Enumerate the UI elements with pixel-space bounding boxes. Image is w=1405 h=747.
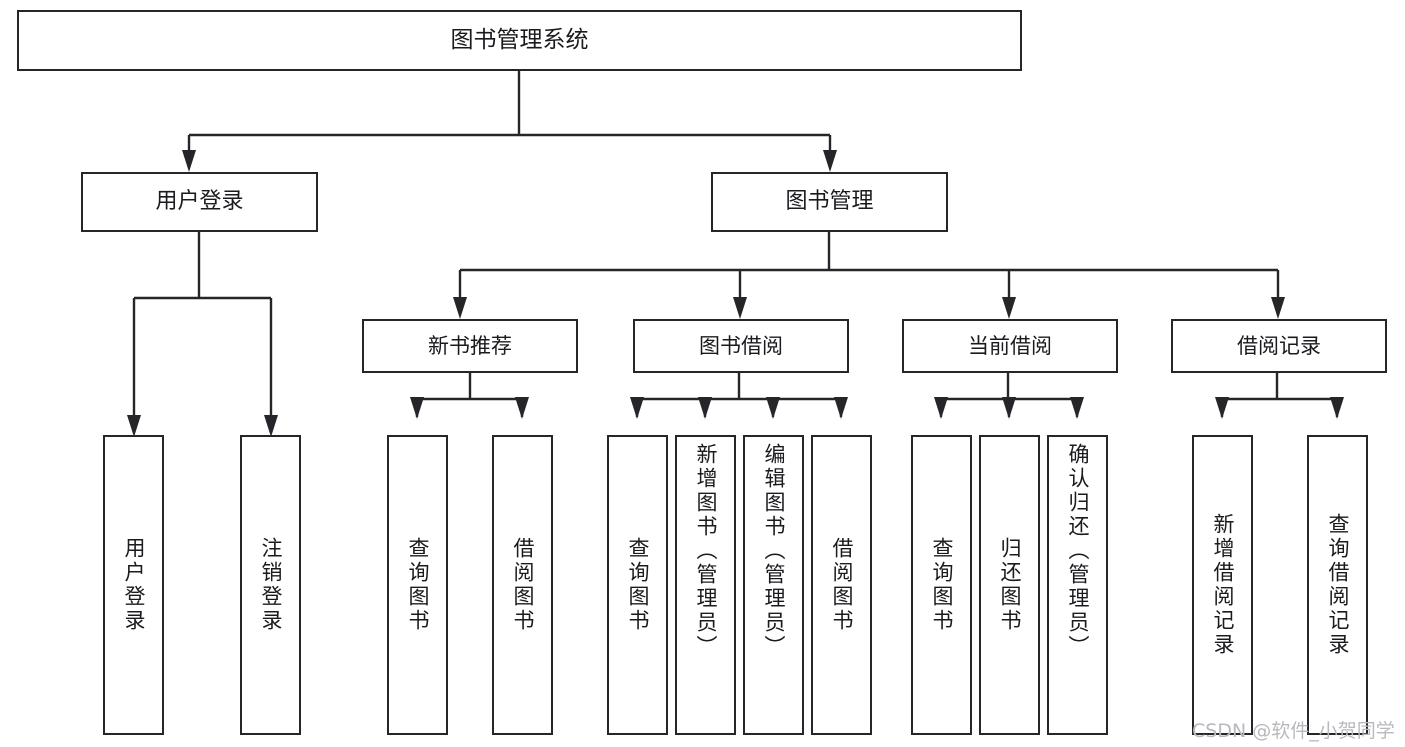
node-leaf-add-book-label: 新增图书（管理员） xyxy=(694,443,718,659)
node-leaf-return-book-label: 归还图书 xyxy=(998,537,1022,633)
node-root-label: 图书管理系统 xyxy=(450,27,589,53)
node-leaf-return-book[interactable]: 归还图书 xyxy=(979,435,1040,735)
node-user-login-label: 用户登录 xyxy=(155,189,244,214)
node-leaf-add-record[interactable]: 新增借阅记录 xyxy=(1192,435,1253,735)
node-book-management-label: 图书管理 xyxy=(785,189,874,214)
node-leaf-query-book-3-label: 查询图书 xyxy=(930,537,954,633)
node-leaf-query-book-1-label: 查询图书 xyxy=(406,537,430,633)
node-leaf-borrow-book-2[interactable]: 借阅图书 xyxy=(811,435,872,735)
node-leaf-query-record-label: 查询借阅记录 xyxy=(1326,513,1350,657)
node-user-login[interactable]: 用户登录 xyxy=(81,172,318,232)
node-leaf-confirm-return[interactable]: 确认归还（管理员） xyxy=(1047,435,1108,735)
node-leaf-query-record[interactable]: 查询借阅记录 xyxy=(1307,435,1368,735)
node-leaf-user-login[interactable]: 用户登录 xyxy=(103,435,164,735)
node-leaf-logout-login-label: 注销登录 xyxy=(259,537,283,633)
node-leaf-query-book-3[interactable]: 查询图书 xyxy=(911,435,972,735)
node-current-borrow[interactable]: 当前借阅 xyxy=(902,319,1118,373)
node-leaf-edit-book[interactable]: 编辑图书（管理员） xyxy=(743,435,804,735)
node-leaf-edit-book-label: 编辑图书（管理员） xyxy=(762,443,786,659)
node-root-book-management-system[interactable]: 图书管理系统 xyxy=(17,10,1022,71)
node-leaf-borrow-book-1-label: 借阅图书 xyxy=(511,537,535,633)
node-book-borrow-label: 图书借阅 xyxy=(699,333,783,358)
node-leaf-add-record-label: 新增借阅记录 xyxy=(1211,513,1235,657)
node-new-book-recommend[interactable]: 新书推荐 xyxy=(362,319,578,373)
node-leaf-borrow-book-1[interactable]: 借阅图书 xyxy=(492,435,553,735)
node-leaf-query-book-2-label: 查询图书 xyxy=(626,537,650,633)
node-leaf-logout-login[interactable]: 注销登录 xyxy=(240,435,301,735)
node-current-borrow-label: 当前借阅 xyxy=(968,333,1052,358)
node-leaf-query-book-2[interactable]: 查询图书 xyxy=(607,435,668,735)
node-borrow-record-label: 借阅记录 xyxy=(1237,333,1321,358)
node-book-management[interactable]: 图书管理 xyxy=(711,172,948,232)
node-leaf-query-book-1[interactable]: 查询图书 xyxy=(387,435,448,735)
node-leaf-add-book[interactable]: 新增图书（管理员） xyxy=(675,435,736,735)
node-leaf-borrow-book-2-label: 借阅图书 xyxy=(830,537,854,633)
node-borrow-record[interactable]: 借阅记录 xyxy=(1171,319,1387,373)
arrowheads xyxy=(127,150,1344,437)
node-leaf-confirm-return-label: 确认归还（管理员） xyxy=(1066,443,1090,659)
node-book-borrow[interactable]: 图书借阅 xyxy=(633,319,849,373)
node-new-book-recommend-label: 新书推荐 xyxy=(428,333,512,358)
node-leaf-user-login-label: 用户登录 xyxy=(122,537,146,633)
